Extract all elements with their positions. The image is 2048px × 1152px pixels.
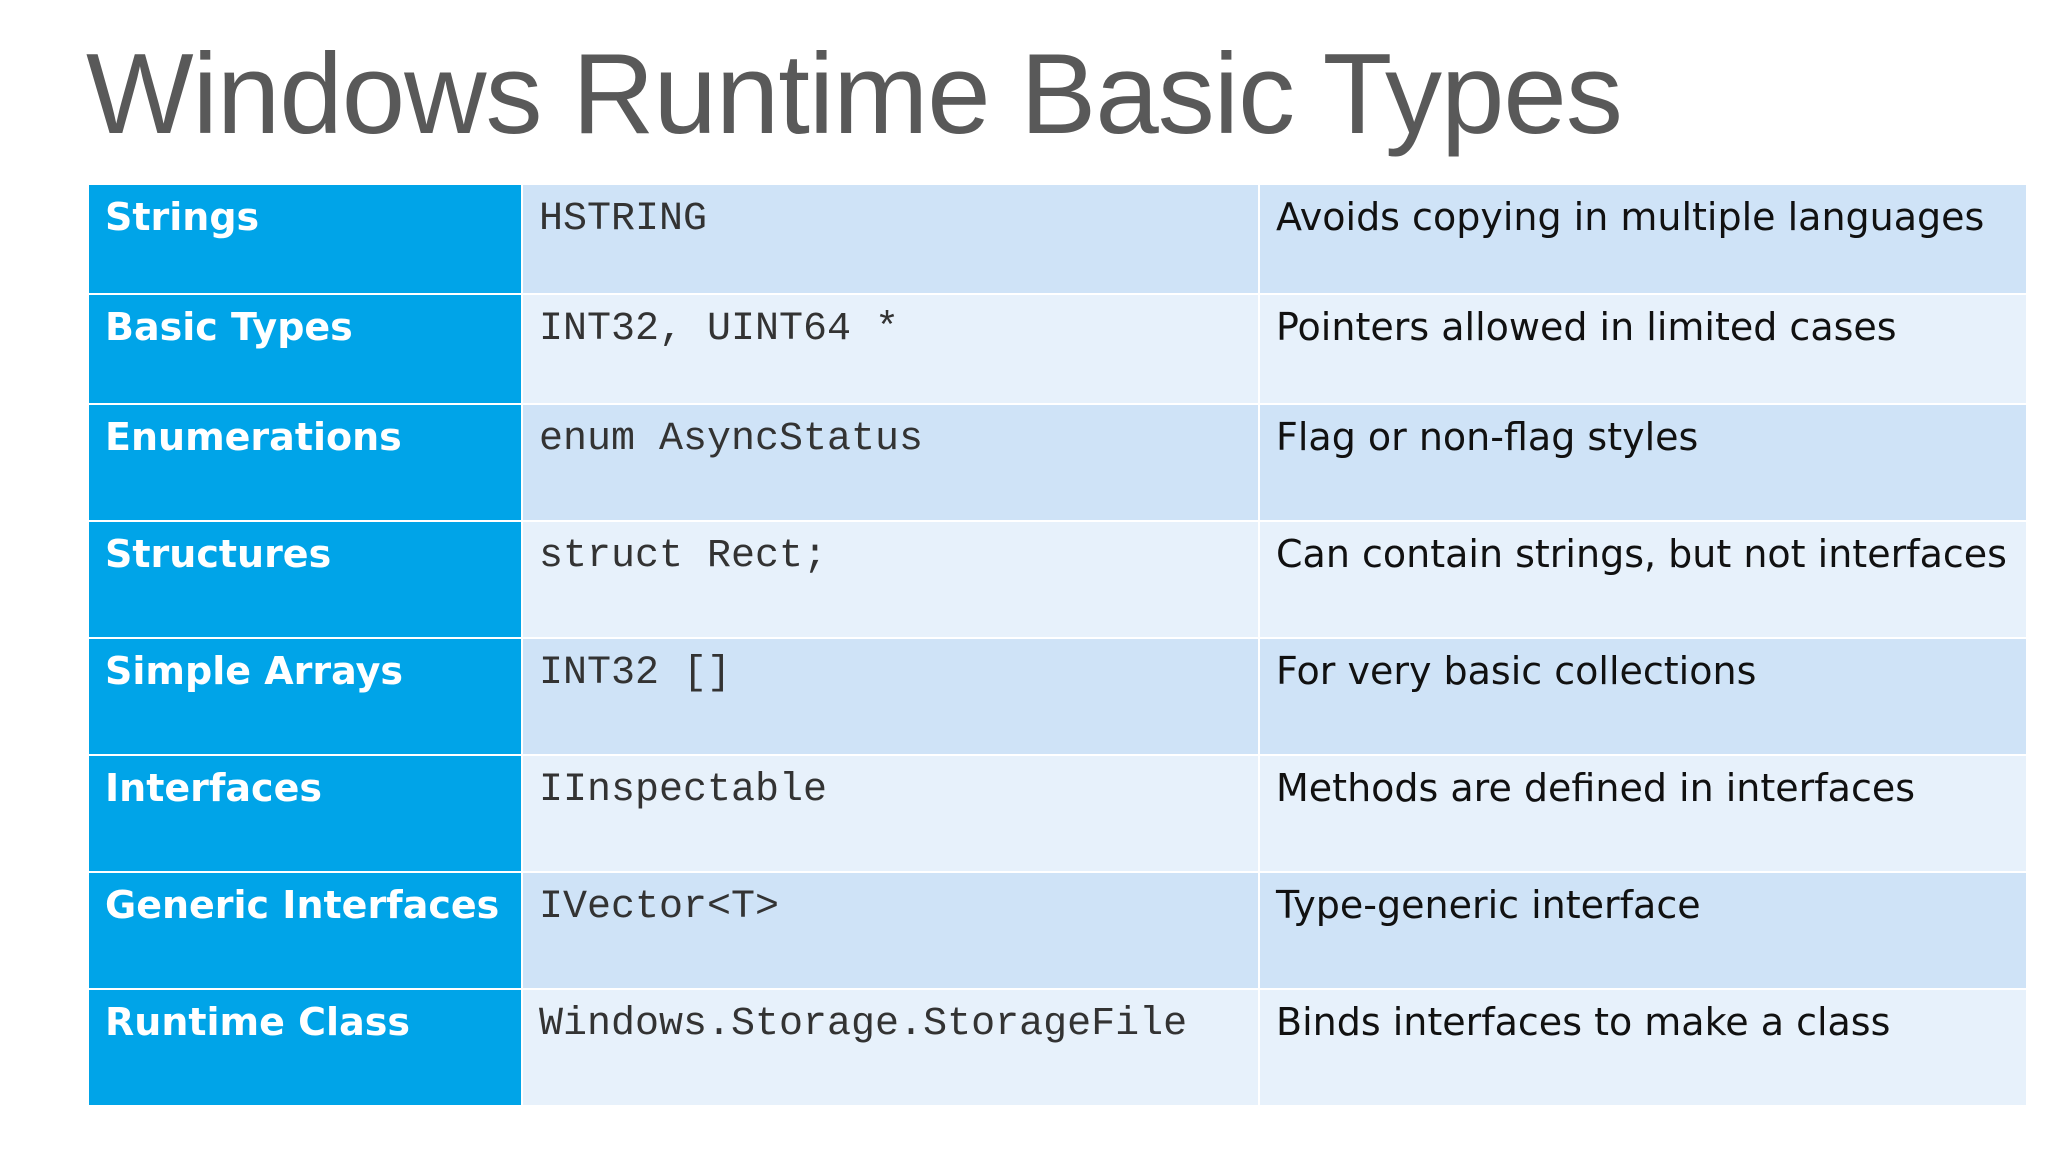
- table-row: Interfaces IInspectable Methods are defi…: [87, 754, 2028, 873]
- type-description: Pointers allowed in limited cases: [1258, 293, 2028, 405]
- table-row: Strings HSTRING Avoids copying in multip…: [87, 183, 2028, 295]
- type-example-code: Windows.Storage.StorageFile: [521, 988, 1260, 1107]
- table-row: Enumerations enum AsyncStatus Flag or no…: [87, 403, 2028, 522]
- type-category: Simple Arrays: [87, 637, 523, 756]
- table-row: Structures struct Rect; Can contain stri…: [87, 520, 2028, 639]
- type-example-code: struct Rect;: [521, 520, 1260, 639]
- type-category: Enumerations: [87, 403, 523, 522]
- table-row: Runtime Class Windows.Storage.StorageFil…: [87, 988, 2028, 1107]
- type-example-code: enum AsyncStatus: [521, 403, 1260, 522]
- table-row: Simple Arrays INT32 [] For very basic co…: [87, 637, 2028, 756]
- type-category: Basic Types: [87, 293, 523, 405]
- slide-title: Windows Runtime Basic Types: [86, 31, 1623, 158]
- type-description: For very basic collections: [1258, 637, 2028, 756]
- type-category: Strings: [87, 183, 523, 295]
- type-description: Can contain strings, but not interfaces: [1258, 520, 2028, 639]
- type-category: Runtime Class: [87, 988, 523, 1107]
- type-category: Structures: [87, 520, 523, 639]
- type-example-code: INT32, UINT64 *: [521, 293, 1260, 405]
- type-example-code: IVector<T>: [521, 871, 1260, 990]
- table-row: Generic Interfaces IVector<T> Type-gener…: [87, 871, 2028, 990]
- type-description: Methods are defined in interfaces: [1258, 754, 2028, 873]
- type-example-code: INT32 []: [521, 637, 1260, 756]
- type-example-code: HSTRING: [521, 183, 1260, 295]
- type-description: Binds interfaces to make a class: [1258, 988, 2028, 1107]
- type-description: Type-generic interface: [1258, 871, 2028, 990]
- types-table: Strings HSTRING Avoids copying in multip…: [87, 183, 2028, 1107]
- type-category: Interfaces: [87, 754, 523, 873]
- type-description: Flag or non-flag styles: [1258, 403, 2028, 522]
- type-category: Generic Interfaces: [87, 871, 523, 990]
- type-description: Avoids copying in multiple languages: [1258, 183, 2028, 295]
- type-example-code: IInspectable: [521, 754, 1260, 873]
- table-row: Basic Types INT32, UINT64 * Pointers all…: [87, 293, 2028, 405]
